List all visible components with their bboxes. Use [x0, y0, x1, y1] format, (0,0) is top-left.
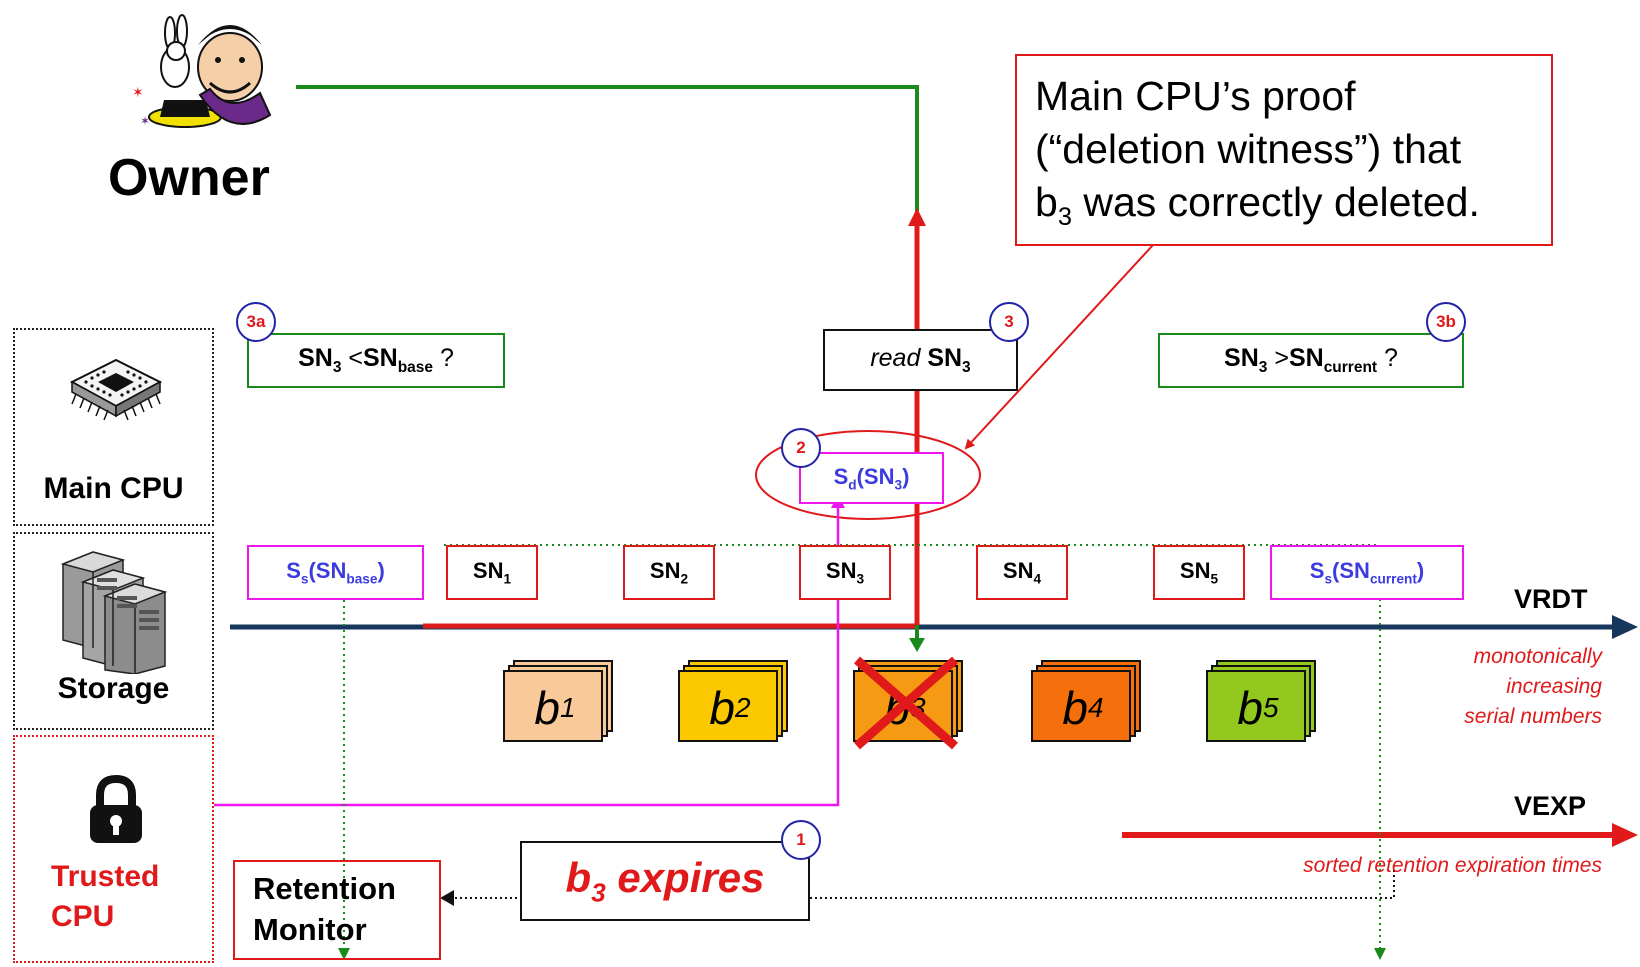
sig-sn-base-box: Ss(SNbase): [247, 545, 424, 600]
owner-label: Owner: [108, 149, 270, 207]
sn1-box: SN1: [446, 545, 538, 600]
step-3b-badge: 3b: [1426, 302, 1466, 342]
step-3-badge: 3: [989, 302, 1029, 342]
sn2-box: SN2: [623, 545, 715, 600]
read-sn3-box: read SN3: [823, 329, 1018, 391]
check-3a-box: SN3 <SNbase ?: [247, 333, 505, 388]
trusted-cpu-label-line1: Trusted: [51, 860, 160, 893]
magician-owner-icon: ✶ ✶: [132, 14, 272, 128]
vrdt-caption-line2: increasing: [1506, 675, 1602, 698]
vexp-label: VEXP: [1514, 791, 1587, 821]
trusted-cpu-label-line2: CPU: [51, 900, 115, 933]
sn4-box: SN4: [976, 545, 1068, 600]
vexp-arrowhead: [1612, 823, 1638, 847]
deleted-cross-icon: [854, 656, 958, 750]
step-3a-badge: 3a: [236, 302, 276, 342]
serial-chain-link: [444, 544, 1379, 546]
deletion-witness-ellipse: [755, 430, 981, 520]
sig-sn-current-box: Ss(SNcurrent): [1270, 545, 1464, 600]
step-1-badge: 1: [781, 820, 821, 860]
main-cpu-actor: Main CPU: [13, 328, 214, 526]
owner-request-arrowhead: [909, 638, 925, 652]
callout-pointer: [964, 244, 1154, 450]
callout-line2: (“deletion witness”) that: [1035, 126, 1462, 172]
vrdt-arrowhead: [1612, 615, 1638, 639]
read-result-arrowhead: [908, 208, 926, 226]
padlock-icon: [90, 775, 142, 843]
callout-line3: b3 was correctly deleted.: [1035, 179, 1480, 232]
retention-monitor-line1: Retention: [253, 871, 396, 906]
trusted-cpu-sign-line: [213, 505, 840, 807]
vrdt-label: VRDT: [1514, 584, 1588, 614]
retention-monitor-line2: Monitor: [253, 912, 367, 947]
trusted-cpu-actor: Trusted CPU: [13, 735, 214, 963]
callout-line1: Main CPU’s proof: [1035, 73, 1356, 119]
sn5-box: SN5: [1153, 545, 1245, 600]
sn3-box: SN3: [799, 545, 891, 600]
base-to-monitor-arrowhead: [338, 948, 350, 960]
retention-monitor-box: Retention Monitor: [233, 860, 441, 960]
deletion-witness-box: Sd(SN3): [799, 452, 944, 504]
deletion-witness-callout: Main CPU’s proof (“deletion witness”) th…: [1015, 54, 1553, 246]
check-3b-box: SN3 >SNcurrent ?: [1158, 333, 1464, 388]
cpu-chip-icon: [69, 358, 163, 421]
storage-label: Storage: [57, 672, 170, 705]
trusted-cpu-label: Trusted CPU: [15, 857, 212, 937]
b3-expires-box: b3 expires: [520, 841, 810, 921]
vrdt-caption: monotonically increasing serial numbers: [1340, 642, 1602, 732]
step-2-badge: 2: [781, 428, 821, 468]
vrdt-caption-line1: monotonically: [1473, 645, 1602, 668]
svg-text:✶: ✶: [132, 84, 144, 100]
current-to-bottom-arrowhead: [1374, 948, 1386, 960]
svg-text:✶: ✶: [140, 114, 150, 128]
block-b3: b3: [853, 656, 963, 750]
vexp-caption: sorted retention expiration times: [1303, 854, 1602, 877]
storage-actor: Storage: [13, 532, 214, 730]
vexp-to-monitor-arrowhead: [440, 890, 454, 906]
vrdt-caption-line3: serial numbers: [1464, 705, 1602, 728]
server-rack-icon: [60, 551, 168, 674]
main-cpu-label: Main CPU: [43, 472, 184, 505]
